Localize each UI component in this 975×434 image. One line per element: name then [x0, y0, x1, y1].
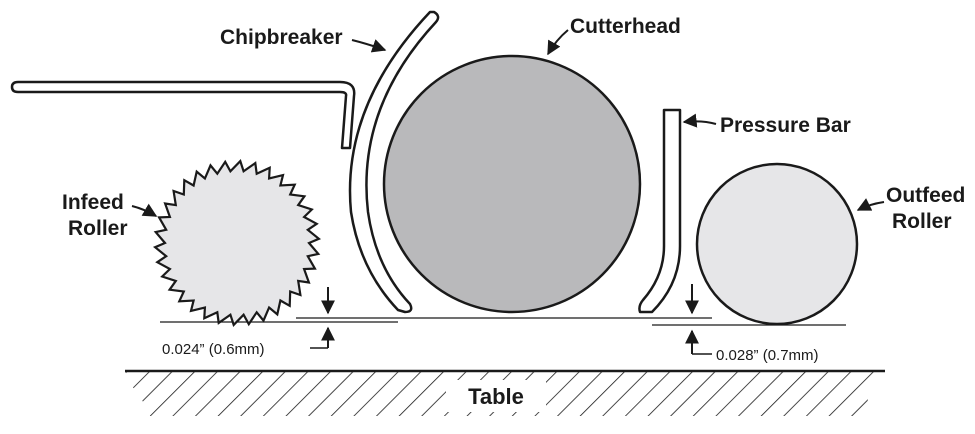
outfeed-label-line2: Roller [892, 210, 952, 233]
cutterhead-label: Cutterhead [570, 15, 681, 38]
chipbreaker-shoe [348, 10, 440, 314]
pressure-bar-arrow [682, 113, 717, 128]
outfeed-gap-dimension: 0.028” (0.7mm) [685, 284, 819, 364]
outfeed-callout: Outfeed Roller [856, 184, 965, 233]
infeed-gap-label: 0.024” (0.6mm) [162, 341, 265, 358]
cutterhead [382, 54, 642, 314]
chipbreaker-arm [10, 80, 356, 150]
pressure-bar-label: Pressure Bar [720, 114, 851, 137]
pressure-bar-callout: Pressure Bar [682, 113, 851, 137]
outfeed-roller [695, 162, 859, 326]
table: Table [125, 369, 885, 416]
cutterhead-arrow [547, 29, 569, 56]
table-label: Table [468, 384, 524, 409]
pressure-bar [638, 108, 682, 314]
cutterhead-callout: Cutterhead [547, 15, 681, 56]
chipbreaker-label: Chipbreaker [220, 26, 343, 49]
infeed-arrow [131, 203, 158, 217]
infeed-label-line2: Roller [68, 217, 128, 240]
table-label-bg [446, 380, 546, 412]
outfeed-label-line1: Outfeed [886, 184, 965, 207]
infeed-callout: Infeed Roller [62, 191, 158, 240]
outfeed-gap-label: 0.028” (0.7mm) [716, 347, 819, 364]
infeed-label-line1: Infeed [62, 191, 124, 214]
chipbreaker-callout: Chipbreaker [220, 26, 387, 53]
chipbreaker-arrow [351, 39, 387, 53]
infeed-roller [152, 159, 322, 327]
outfeed-arrow [856, 198, 885, 211]
infeed-gap-dimension: 0.024” (0.6mm) [162, 287, 335, 358]
